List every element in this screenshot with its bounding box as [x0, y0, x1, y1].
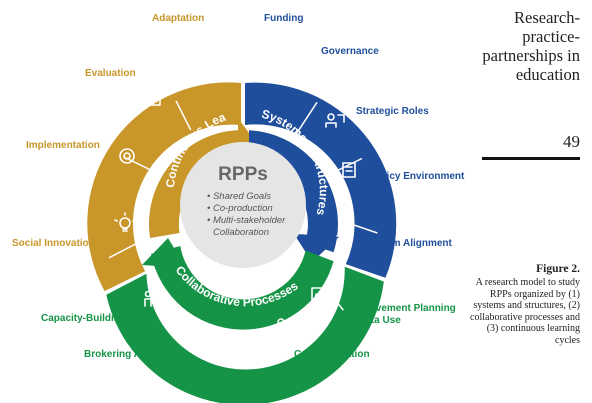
center-bullet-collaboration: Collaboration	[213, 227, 269, 238]
outer-ring-collaborative-sector	[106, 266, 384, 403]
handshake-icon	[226, 336, 251, 348]
label-funding: Funding	[264, 13, 304, 24]
figure-label: Figure 2.	[536, 263, 580, 275]
label-evaluation: Evaluation	[85, 68, 136, 79]
building-icon	[294, 70, 312, 87]
label-social-innovation: Social Innovation	[12, 238, 95, 249]
center-bullet-shared-goals: • Shared Goals	[207, 191, 271, 202]
monitor-icon	[342, 162, 356, 178]
label-implementation: Implementation	[26, 140, 100, 151]
chart-icon	[311, 287, 329, 303]
checklist-icon	[146, 87, 161, 106]
team-icon	[144, 290, 162, 307]
center-title: RPPs	[218, 164, 268, 185]
label-communication: Communication	[294, 349, 370, 360]
label-strategic-roles: Strategic Roles	[356, 106, 429, 117]
presenter-icon	[274, 318, 288, 335]
page-number: 49	[563, 132, 580, 151]
figure-caption: A research model to study RPPs organized…	[470, 277, 580, 346]
outer-ring-systems-sector	[245, 82, 397, 278]
center-circle	[180, 142, 306, 268]
label-system-alignment: System Alignment	[365, 238, 452, 249]
label-policy-environment: Policy Environment	[371, 171, 465, 182]
outer-ring-learning-sector	[87, 82, 241, 292]
center-bullet-co-production: • Co-production	[207, 203, 273, 214]
center-bullet-multi-stakeholder: • Multi-stakeholder	[207, 215, 286, 226]
target-icon	[119, 148, 135, 164]
label-brokering-activities: Brokering Activities	[84, 349, 179, 360]
label-capacity-building: Capacity-Building	[41, 313, 127, 324]
network-icon	[257, 52, 279, 68]
collaborative-processes-arrowhead	[142, 238, 186, 268]
gears-icon	[336, 227, 354, 245]
divider-rule	[482, 157, 580, 160]
label-adaptation: Adaptation	[152, 13, 205, 24]
label-improvement-planning: Improvement Planning & Data Use	[348, 303, 456, 326]
label-trusting-relationships: Trusting Relationships	[212, 373, 278, 396]
collaborative-processes-band	[151, 246, 334, 330]
people-network-icon	[181, 317, 199, 334]
running-title: Research- practice- partnerships in educ…	[482, 8, 580, 84]
label-governance: Governance	[321, 46, 379, 57]
shuffle-icon	[205, 61, 223, 77]
lightbulb-icon	[114, 212, 136, 232]
systems-structures-arrowhead	[294, 234, 340, 262]
people-roles-icon	[325, 113, 345, 128]
